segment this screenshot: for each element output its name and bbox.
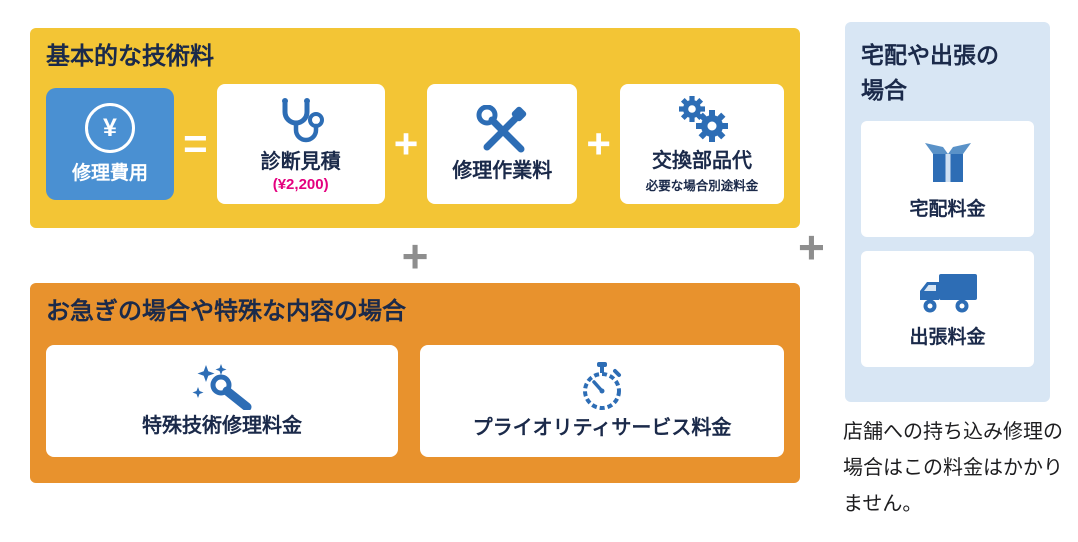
special-repair-fee-card: 特殊技術修理料金 bbox=[46, 345, 398, 457]
priority-service-fee-label: プライオリティサービス料金 bbox=[472, 417, 732, 439]
plus-connector-vertical: + bbox=[401, 230, 429, 282]
replacement-parts-label: 交換部品代 bbox=[651, 149, 752, 172]
stethoscope-icon bbox=[275, 96, 327, 146]
equals-sign: = bbox=[183, 120, 208, 167]
special-fee-row: 特殊技術修理料金 プライオリティサービス料金 bbox=[46, 345, 784, 457]
replacement-parts-card: 交換部品代 必要な場合別途料金 bbox=[619, 84, 784, 204]
basic-fee-row: ¥ 修理費用 = 診断見積 (¥2,200) + bbox=[46, 84, 784, 204]
plus-sign: + bbox=[586, 120, 611, 167]
special-fee-title: お急ぎの場合や特殊な内容の場合 bbox=[46, 298, 406, 325]
delivery-panel-title: 宅配や出張の場合 bbox=[861, 42, 999, 103]
repair-cost-card: ¥ 修理費用 bbox=[46, 88, 174, 200]
sparkle-wrench-icon bbox=[190, 364, 254, 412]
store-bring-in-note: 店舗への持ち込み修理の場合はこの料金はかかりません。 bbox=[843, 421, 1063, 515]
delivery-fee-label: 宅配料金 bbox=[909, 198, 986, 220]
delivery-panel: 宅配や出張の場合 宅配料金 bbox=[845, 22, 1050, 402]
diagnosis-estimate-price: (¥2,200) bbox=[272, 175, 329, 193]
replacement-parts-note: 必要な場合別途料金 bbox=[645, 178, 759, 193]
diagnosis-estimate-label: 診断見積 bbox=[260, 150, 341, 173]
package-icon bbox=[921, 138, 975, 188]
plus-sign: + bbox=[393, 120, 419, 167]
basic-fee-title: 基本的な技術料 bbox=[46, 43, 214, 70]
onsite-fee-card: 出張料金 bbox=[861, 251, 1034, 367]
repair-cost-label: 修理費用 bbox=[71, 163, 148, 184]
repair-work-fee-label: 修理作業料 bbox=[452, 160, 553, 182]
stopwatch-icon bbox=[579, 362, 625, 412]
delivery-fee-card: 宅配料金 bbox=[861, 121, 1034, 237]
diagnosis-estimate-card: 診断見積 (¥2,200) bbox=[216, 84, 385, 204]
special-repair-fee-label: 特殊技術修理料金 bbox=[142, 415, 302, 437]
priority-service-fee-card: プライオリティサービス料金 bbox=[420, 345, 784, 457]
plus-connector-horizontal: + bbox=[798, 221, 825, 273]
tools-icon bbox=[475, 104, 529, 155]
gears-icon bbox=[674, 95, 730, 145]
truck-icon bbox=[917, 270, 979, 316]
special-fee-panel: お急ぎの場合や特殊な内容の場合 特殊技術修理料金 bbox=[30, 283, 800, 483]
repair-work-fee-card: 修理作業料 bbox=[427, 84, 578, 204]
onsite-fee-label: 出張料金 bbox=[909, 326, 986, 348]
yen-icon: ¥ bbox=[85, 103, 135, 153]
basic-fee-panel: 基本的な技術料 ¥ 修理費用 = 診断見積 (¥2,20 bbox=[30, 28, 800, 228]
